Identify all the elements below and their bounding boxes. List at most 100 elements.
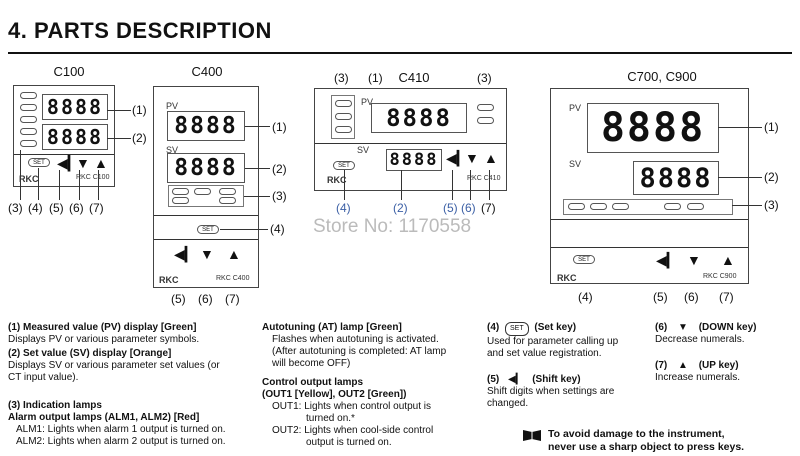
- c100-line-7: [98, 170, 99, 200]
- c400-lamp-panel: [168, 185, 244, 207]
- warning-line-2: never use a sharp object to press keys.: [548, 441, 745, 453]
- store-watermark: Store No: 1170558: [313, 216, 472, 237]
- c100-divider: [14, 154, 114, 155]
- c700-line-1: [718, 127, 762, 128]
- c400-sv-tag: SV: [166, 145, 179, 155]
- desc-3-alm1: ALM1: Lights when alarm 1 output is turn…: [16, 424, 226, 435]
- c100-callout-3: (3): [8, 201, 23, 215]
- c700-down-key-icon[interactable]: ▼: [687, 252, 701, 268]
- c100-set-key[interactable]: SET: [28, 158, 50, 167]
- c410-callout-5: (5): [443, 201, 458, 215]
- c100-lamp: [20, 104, 37, 111]
- c700-brand: RKC: [557, 273, 577, 283]
- c410-line-2: [401, 170, 402, 200]
- c400-callout-4: (4): [270, 222, 285, 236]
- c410-lamp: [477, 117, 494, 124]
- c410-line-5: [452, 170, 453, 200]
- c410-pv-display: 8888: [371, 103, 467, 133]
- desc-6-num: (6): [655, 322, 668, 333]
- c400-callout-6: (6): [198, 292, 213, 306]
- c410-up-key-icon[interactable]: ▲: [484, 150, 498, 166]
- desc-indication-lamps: (3) Indication lamps Alarm output lamps …: [8, 400, 226, 448]
- desc-5-t2: changed.: [487, 398, 529, 409]
- c100-callout-2: (2): [132, 131, 147, 145]
- desc-control-output: Control output lamps (OUT1 [Yellow], OUT…: [262, 377, 433, 449]
- desc-4-t1: Used for parameter calling up: [487, 336, 619, 347]
- c410-callout-4: (4): [336, 201, 351, 215]
- c400-shift-key-icon[interactable]: ◀▎: [174, 246, 196, 262]
- desc-at-title: Autotuning (AT) lamp [Green]: [262, 322, 402, 333]
- c700-callout-7: (7): [719, 290, 734, 304]
- c100-model-tag: RKC C100: [76, 174, 110, 181]
- c700-divider-2: [551, 247, 748, 248]
- desc-7-title: (UP key): [698, 360, 739, 371]
- c100-pv-display: 8888: [42, 94, 108, 120]
- c410-down-key-icon[interactable]: ▼: [465, 150, 479, 166]
- c700-divider: [551, 219, 748, 220]
- desc-at-t3: will become OFF): [272, 358, 351, 369]
- c100-shift-key-icon[interactable]: ◀▎: [57, 155, 79, 171]
- desc-1-num: (1): [8, 322, 21, 333]
- c410-callout-1: (1): [368, 71, 383, 85]
- c410-lamp: [335, 113, 352, 120]
- desc-2-text2: CT input value).: [8, 372, 79, 383]
- c700-set-key[interactable]: SET: [573, 255, 595, 264]
- desc-3-alm2: ALM2: Lights when alarm 2 output is turn…: [16, 436, 226, 447]
- desc-pv-display: (1) Measured value (PV) display [Green] …: [8, 322, 199, 346]
- c100-callout-1: (1): [132, 103, 147, 117]
- desc-set-key: (4) SET (Set key) Used for parameter cal…: [487, 322, 618, 360]
- c400-controller: PV 8888 SV 8888 SET ◀▎ ▼ ▲ RKC RKC C400: [153, 86, 259, 288]
- c410-callout-3b: (3): [477, 71, 492, 85]
- c700-shift-key-icon[interactable]: ◀▎: [656, 252, 678, 268]
- desc-co-o2a: OUT2: Lights when cool-side control: [272, 425, 434, 436]
- desc-4-title: (Set key): [534, 322, 577, 333]
- c700-callout-1: (1): [764, 120, 779, 134]
- c400-callout-5: (5): [171, 292, 186, 306]
- c700-sv-tag: SV: [569, 159, 582, 169]
- c100-down-key-icon[interactable]: ▼: [76, 155, 90, 171]
- c100-model-label: C100: [53, 64, 85, 79]
- c100-lamp: [20, 128, 37, 135]
- c100-up-key-icon[interactable]: ▲: [94, 155, 108, 171]
- c400-down-key-icon[interactable]: ▼: [200, 246, 214, 262]
- c410-shift-key-icon[interactable]: ◀▎: [446, 150, 468, 166]
- c410-divider: [315, 143, 506, 144]
- c410-lamp: [335, 126, 352, 133]
- title-rule: [8, 52, 792, 54]
- c700-lamp: [612, 203, 629, 210]
- c410-sv-tag: SV: [357, 145, 370, 155]
- c700-up-key-icon[interactable]: ▲: [721, 252, 735, 268]
- c410-sv-display: 8888: [386, 149, 442, 171]
- c410-set-key[interactable]: SET: [333, 161, 355, 170]
- c400-pv-tag: PV: [166, 101, 179, 111]
- desc-co-sub: (OUT1 [Yellow], OUT2 [Green]): [262, 389, 407, 400]
- c400-up-key-icon[interactable]: ▲: [227, 246, 241, 262]
- desc-shift-key: (5) ◀▎ (Shift key) Shift digits when set…: [487, 374, 614, 410]
- c100-sv-display: 8888: [42, 124, 108, 150]
- desc-6-t1: Decrease numerals.: [655, 334, 745, 345]
- desc-co-o1a: OUT1: Lights when control output is: [272, 401, 431, 412]
- c410-model-tag: RKC C410: [467, 175, 501, 182]
- c100-line-2: [107, 138, 131, 139]
- desc-co-o1b: turned on.*: [306, 413, 355, 424]
- desc-sv-display: (2) Set value (SV) display [Orange] Disp…: [8, 348, 220, 384]
- c410-callout-7: (7): [481, 201, 496, 215]
- c400-brand: RKC: [159, 275, 179, 285]
- c100-line-5: [59, 170, 60, 200]
- desc-5-t1: Shift digits when settings are: [487, 386, 615, 397]
- c700-lamp-panel: [563, 199, 733, 215]
- c700-sv-display: 8888: [633, 161, 719, 195]
- c100-brand: RKC: [19, 174, 39, 184]
- c400-lamp: [219, 197, 236, 204]
- c410-brand: RKC: [327, 175, 347, 185]
- desc-2-text1: Displays SV or various parameter set val…: [8, 360, 220, 371]
- c100-lamp: [20, 116, 37, 123]
- c400-lamp: [194, 188, 211, 195]
- c700-callout-3: (3): [764, 198, 779, 212]
- c400-set-key[interactable]: SET: [197, 225, 219, 234]
- c410-controller: PV 8888 SV SET 8888 ◀▎ ▼ ▲ RKC RKC C410: [314, 88, 507, 191]
- c700-lamp: [590, 203, 607, 210]
- desc-4-t2: and set value registration.: [487, 348, 602, 359]
- c700-callout-4: (4): [578, 290, 593, 304]
- c700-lamp: [687, 203, 704, 210]
